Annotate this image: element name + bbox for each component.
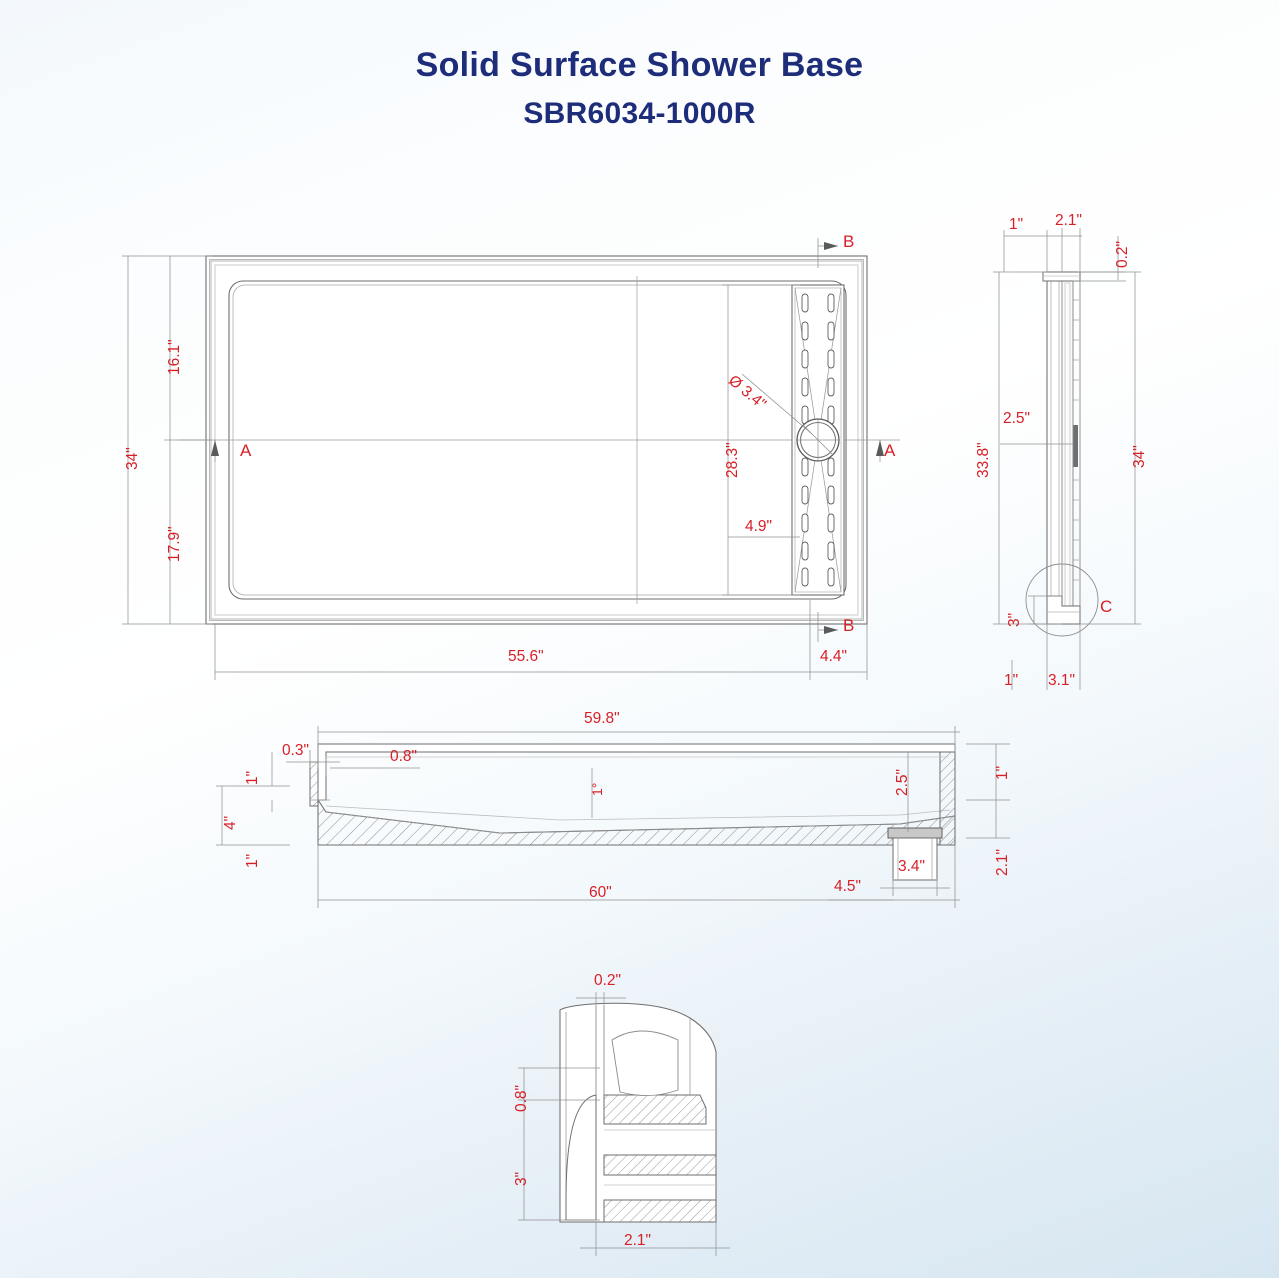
right-side-view-body [1025,271,1099,637]
dim-upper-lip: 0.8" [513,1084,530,1112]
dim-lip-thickness: 0.2" [1114,240,1131,268]
dim-detail-height: 3" [1006,612,1023,627]
dim-right-flange: 1" [994,765,1011,780]
dim-flange-width: 1" [1009,216,1024,233]
dim-drain-offset-right: 4.5" [834,878,862,895]
dim-inner-length: 55.6" [508,648,544,665]
dim-base-width: 3.1" [1048,672,1076,689]
section-mark-a-left: A [240,441,252,460]
dim-mid-offset: 2.5" [1003,410,1031,427]
dim-overall-width: 60" [589,884,612,901]
dim-drain-bore: 3.4" [898,858,926,875]
dim-base-left: 1" [1004,672,1019,689]
dim-top-flange: 0.3" [282,742,310,759]
section-mark-a-right: A [884,441,896,460]
dim-curb-rise: 1" [244,770,261,785]
dim-grate-length: 28.3" [724,442,741,478]
title-block: Solid Surface Shower Base SBR6034-1000R [0,40,1279,138]
dim-curb-width: 2.1" [1055,212,1083,229]
dim-overall-width-inner: 59.8" [584,710,620,727]
section-mark-b-top: B [843,232,855,251]
dim-outer-height: 34" [1131,445,1148,468]
dim-inner-height: 33.8" [975,442,992,478]
dim-base-rise: 1" [244,853,261,868]
dim-drain-to-bottom: 17.9" [166,526,183,562]
front-section-body [309,743,956,881]
dim-curb-height: 3" [513,1171,530,1186]
dimension-lines [122,228,1141,1256]
top-view-body [178,255,900,625]
dim-slope-angle: 1° [589,782,605,796]
detail-mark-c: C [1100,597,1113,616]
model-number: SBR6034-1000R [523,97,756,130]
dim-drain-edge-offset: 4.4" [820,648,848,665]
dim-grate-lower-offset: 4.9" [745,518,773,535]
detail-c-body [559,1002,717,1223]
linear-drain-grate [791,284,845,596]
dim-drain-body-height: 2.1" [994,848,1011,876]
dimension-arrows [211,242,884,634]
dim-drain-depth: 2.5" [894,768,911,796]
section-mark-b-bottom: B [843,616,855,635]
page-title: Solid Surface Shower Base [415,46,864,84]
dim-total-rise: 4" [222,815,239,830]
dim-wall-top: 0.8" [390,748,418,765]
dim-overall-height: 34" [124,447,141,470]
dim-curb-base-width: 2.1" [624,1232,652,1249]
dim-wall-thickness: 0.2" [594,972,622,989]
dim-drain-to-top: 16.1" [166,339,183,375]
